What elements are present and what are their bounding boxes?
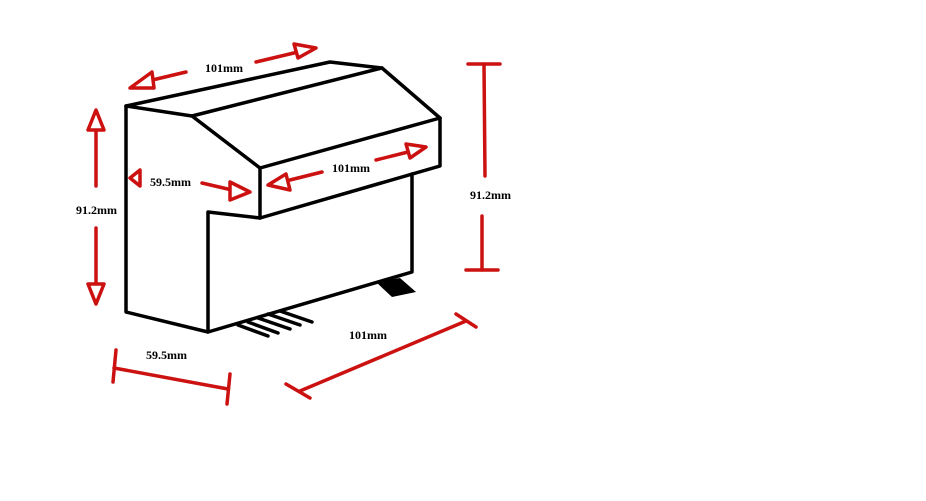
- inner-depth-label: 59.5mm: [150, 175, 191, 189]
- dimension-arrows: [86, 42, 502, 406]
- bottom-depth-label: 59.5mm: [146, 348, 187, 362]
- front-length-label: 101mm: [332, 161, 370, 175]
- left-height-label: 91.2mm: [76, 203, 117, 217]
- top-length-label: 101mm: [205, 61, 243, 75]
- pins-icon: [236, 309, 314, 338]
- box-outline: [124, 60, 442, 334]
- tab-icon: [376, 278, 416, 297]
- bottom-length-label: 101mm: [349, 328, 387, 342]
- right-height-label: 91.2mm: [470, 188, 511, 202]
